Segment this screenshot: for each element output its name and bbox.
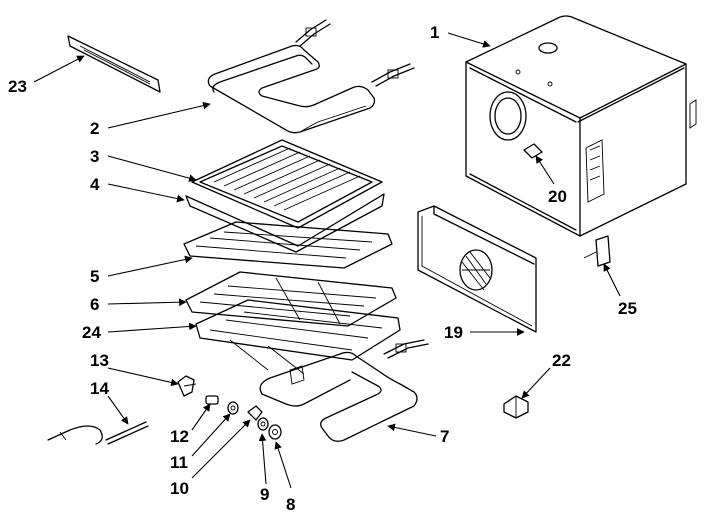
callout-labels: 1 2 3 4 5 6 24 7 8 9 10 11 12 13 14 19 2… <box>8 23 637 514</box>
callout-13: 13 <box>90 351 109 370</box>
nut-part-9 <box>257 417 269 431</box>
sensor-part-14 <box>47 421 149 445</box>
callout-9: 9 <box>260 485 269 504</box>
fan-bracket-part-20 <box>523 143 543 159</box>
oven-rack-part-6 <box>185 271 397 327</box>
callout-6: 6 <box>90 295 99 314</box>
washer-part-11 <box>227 401 239 415</box>
callout-11: 11 <box>170 453 188 472</box>
callout-2: 2 <box>90 119 99 138</box>
callout-12: 12 <box>170 427 189 446</box>
callout-24: 24 <box>82 323 101 342</box>
oven-rack-part-24 <box>195 299 401 375</box>
callout-19: 19 <box>444 323 463 342</box>
clip-part-13 <box>177 375 197 397</box>
callout-23: 23 <box>8 77 27 96</box>
callout-14: 14 <box>90 379 109 398</box>
nut-part-8 <box>268 424 282 440</box>
bake-element-part-7 <box>259 339 429 442</box>
oven-rack-part-5 <box>183 221 393 269</box>
callout-10: 10 <box>170 479 189 498</box>
bracket-part-25 <box>583 235 611 267</box>
callout-20: 20 <box>548 187 567 206</box>
callout-7: 7 <box>440 427 449 446</box>
oven-cavity-part-1 <box>465 15 697 237</box>
bracket-part-10 <box>247 405 263 421</box>
callout-25: 25 <box>618 299 637 318</box>
rear-cover-part-19 <box>417 205 537 333</box>
bracket-part-23 <box>67 35 161 93</box>
callout-8: 8 <box>286 495 295 514</box>
callout-5: 5 <box>90 267 99 286</box>
callout-1: 1 <box>430 23 439 42</box>
sleeve-part-12 <box>205 395 219 405</box>
broil-pan-part-3-4 <box>185 139 385 253</box>
terminal-part-22 <box>503 395 529 419</box>
callout-3: 3 <box>90 147 99 166</box>
callout-22: 22 <box>552 351 571 370</box>
callout-4: 4 <box>90 175 100 194</box>
broil-element-part-2 <box>207 19 415 134</box>
leader-lines <box>33 32 621 489</box>
